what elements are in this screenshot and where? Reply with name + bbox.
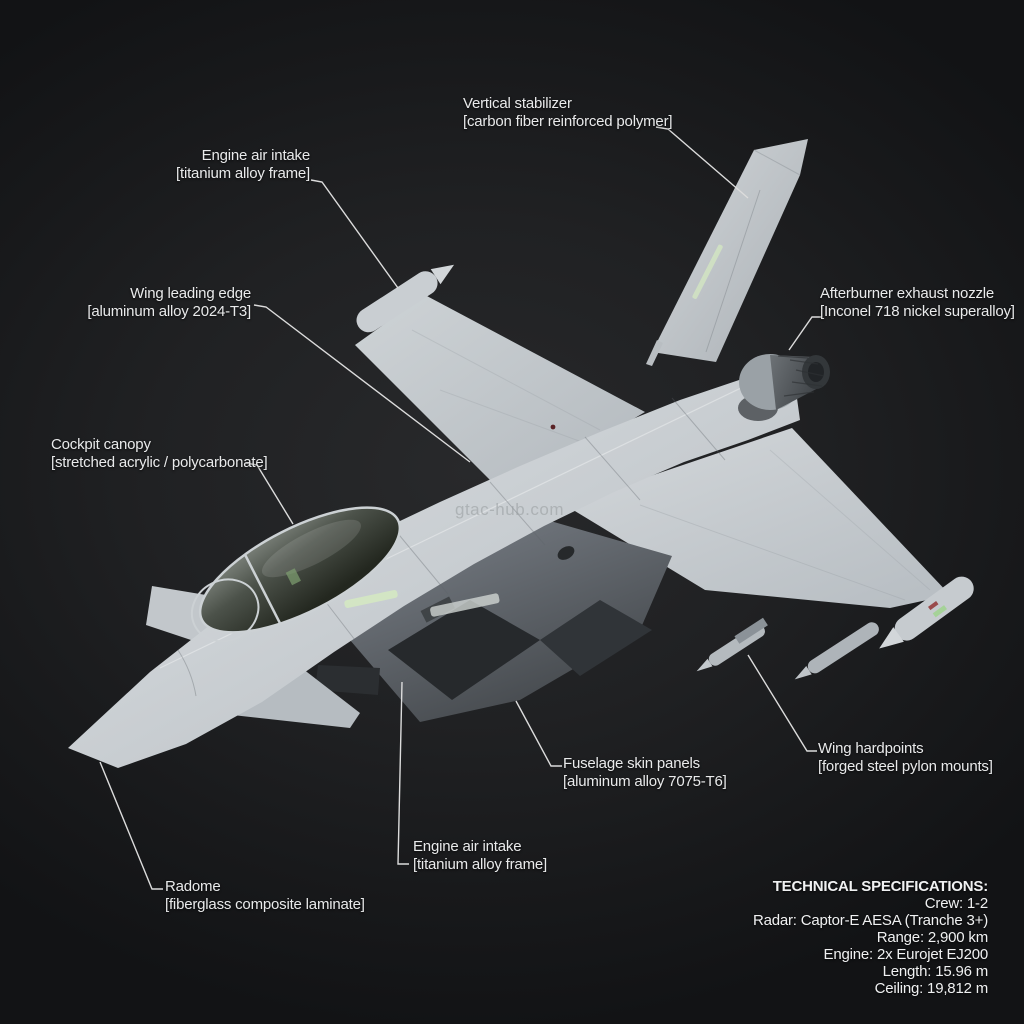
part-material: [aluminum alloy 7075-T6] [563,773,727,790]
right-wingtip-pod [879,576,974,649]
formation-light-strip-rear [430,593,500,617]
callout-vertical-stabilizer: Vertical stabilizer [carbon fiber reinfo… [463,95,673,131]
part-name: Engine air intake [201,147,311,164]
part-material: [carbon fiber reinforced polymer] [463,113,673,130]
leader-afterburner [788,316,822,351]
wing-pylon [734,617,768,644]
spec-engine: Engine: 2x Eurojet EJ200 [823,946,989,963]
fin-formation-light [692,244,723,299]
callout-wing-hardpoints: Wing hardpoints [forged steel pylon moun… [818,740,993,776]
formation-light-strip-front [344,590,398,608]
callout-afterburner-exhaust-nozzle: Afterburner exhaust nozzle [Inconel 718 … [820,285,1015,321]
part-material: [titanium alloy frame] [176,165,310,182]
specs-title: TECHNICAL SPECIFICATIONS: [772,878,988,895]
part-name: Afterburner exhaust nozzle [820,285,995,302]
part-material: [aluminum alloy 2024-T3] [87,303,251,320]
callout-wing-leading-edge: Wing leading edge [aluminum alloy 2024-T… [87,285,251,321]
vertical-stabilizer [652,139,808,362]
leader-fuselage-skin-panels [515,700,562,767]
spec-range: Range: 2,900 km [876,929,988,946]
left-wingtip-pod [356,264,455,333]
callout-radome: Radome [fiberglass composite laminate] [165,878,365,914]
watermark: gtac-hub.com [455,500,564,519]
right-wing-missile-outer [794,622,879,680]
part-material: [fiberglass composite laminate] [165,896,365,913]
part-material: [Inconel 718 nickel superalloy] [820,303,1015,320]
callout-engine-air-intake-bottom: Engine air intake [titanium alloy frame] [413,838,547,874]
part-name: Wing hardpoints [818,740,924,757]
callout-cockpit-canopy: Cockpit canopy [stretched acrylic / poly… [51,436,268,472]
spec-length: Length: 15.96 m [882,963,989,980]
part-material: [forged steel pylon mounts] [818,758,993,775]
leader-vertical-stabilizer [655,126,749,199]
part-name: Engine air intake [413,838,522,855]
leader-wing-leading-edge [253,304,471,463]
leader-cockpit-canopy [245,462,294,525]
callout-engine-air-intake-top: Engine air intake [titanium alloy frame] [176,147,310,183]
spec-radar: Radar: Captor-E AESA (Tranche 3+) [752,912,988,929]
callout-fuselage-skin-panels: Fuselage skin panels [aluminum alloy 707… [563,755,727,791]
leader-wing-hardpoints [747,654,817,752]
part-name: Vertical stabilizer [463,95,572,112]
engine-air-intake-opening [388,600,540,700]
lower-fuselage [315,518,672,722]
technical-specifications: TECHNICAL SPECIFICATIONS: Crew: 1-2 Rada… [753,878,988,997]
cockpit-canopy-glass [190,506,402,643]
leader-engine-air-intake-top [310,179,399,289]
spec-crew: Crew: 1-2 [924,895,988,912]
part-material: [titanium alloy frame] [413,856,547,873]
leader-engine-air-intake-bottom [397,681,409,865]
part-name: Radome [165,878,221,895]
leader-radome [99,761,163,890]
part-name: Cockpit canopy [51,436,151,453]
part-material: [stretched acrylic / polycarbonate] [51,454,268,471]
leader-lines [99,126,822,890]
part-name: Fuselage skin panels [563,755,700,772]
afterburner-nozzle [738,354,830,421]
spec-ceiling: Ceiling: 19,812 m [874,980,989,997]
part-name: Wing leading edge [130,285,251,302]
fuselage [68,340,800,768]
